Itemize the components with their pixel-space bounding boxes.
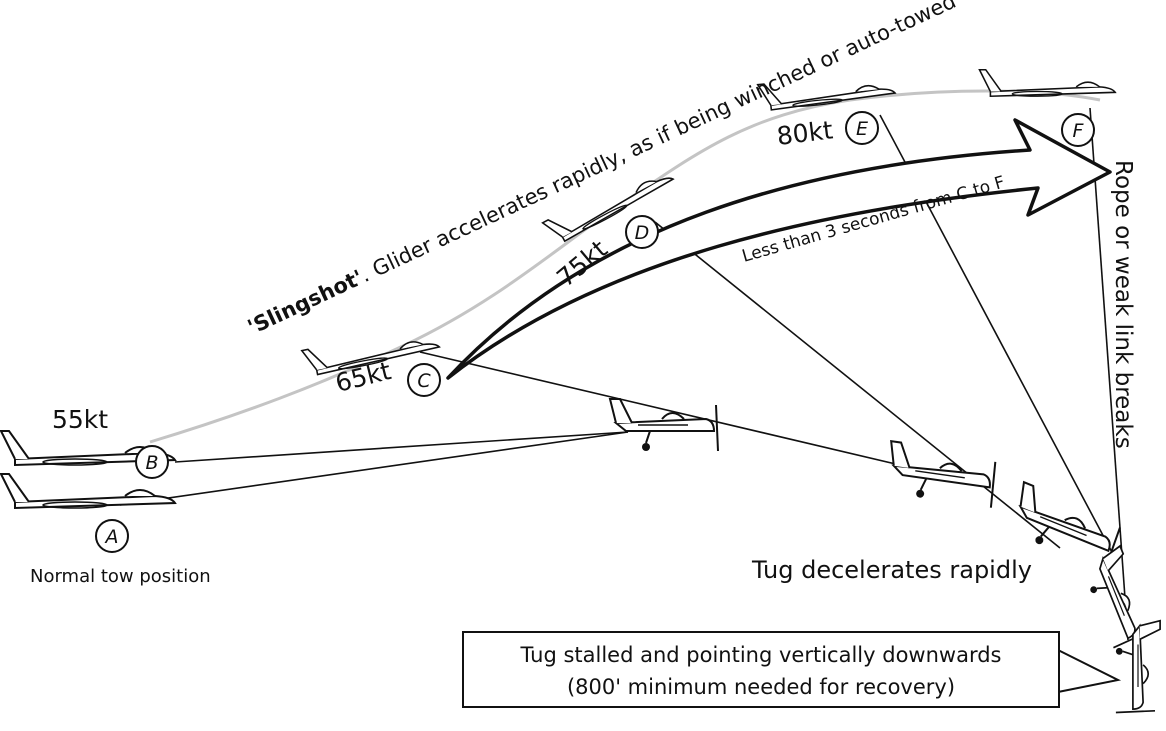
- tug-2: [882, 440, 1000, 509]
- tug-1: [609, 398, 719, 452]
- acceleration-arrow: [446, 118, 1112, 380]
- point-e-label: E: [856, 118, 868, 140]
- point-d-circle: [625, 215, 659, 249]
- point-a-circle: [95, 519, 129, 553]
- tug-stalled-line2: (800' minimum needed for recovery): [566, 675, 956, 699]
- glider-f: [978, 68, 1116, 98]
- callout-pointer: [1057, 649, 1122, 693]
- tug-stalled-line1: Tug stalled and pointing vertically down…: [520, 643, 1002, 667]
- tug-decelerates-label: Tug decelerates rapidly: [751, 556, 1032, 584]
- point-f-circle: [1061, 113, 1095, 147]
- point-f-label: F: [1073, 120, 1085, 142]
- point-e-circle: [845, 111, 879, 145]
- point-b-circle: [135, 445, 169, 479]
- speed-b: 55kt: [52, 405, 108, 434]
- point-c-label: C: [417, 370, 431, 392]
- point-b-label: B: [145, 452, 158, 474]
- speed-c: 65kt: [332, 356, 394, 398]
- tug-stalled-callout: Tug stalled and pointing vertically down…: [462, 631, 1060, 708]
- point-d-label: D: [635, 222, 650, 244]
- point-a-label: A: [104, 526, 119, 548]
- slingshot-bold: 'Slingshot': [244, 265, 367, 339]
- rope-breaks-label: Rope or weak link breaks: [1110, 160, 1136, 449]
- tug-5: [1115, 619, 1161, 714]
- glider-a: [0, 473, 176, 509]
- point-c-circle: [407, 363, 441, 397]
- speed-e: 80kt: [775, 115, 834, 151]
- normal-tow-label: Normal tow position: [30, 566, 211, 587]
